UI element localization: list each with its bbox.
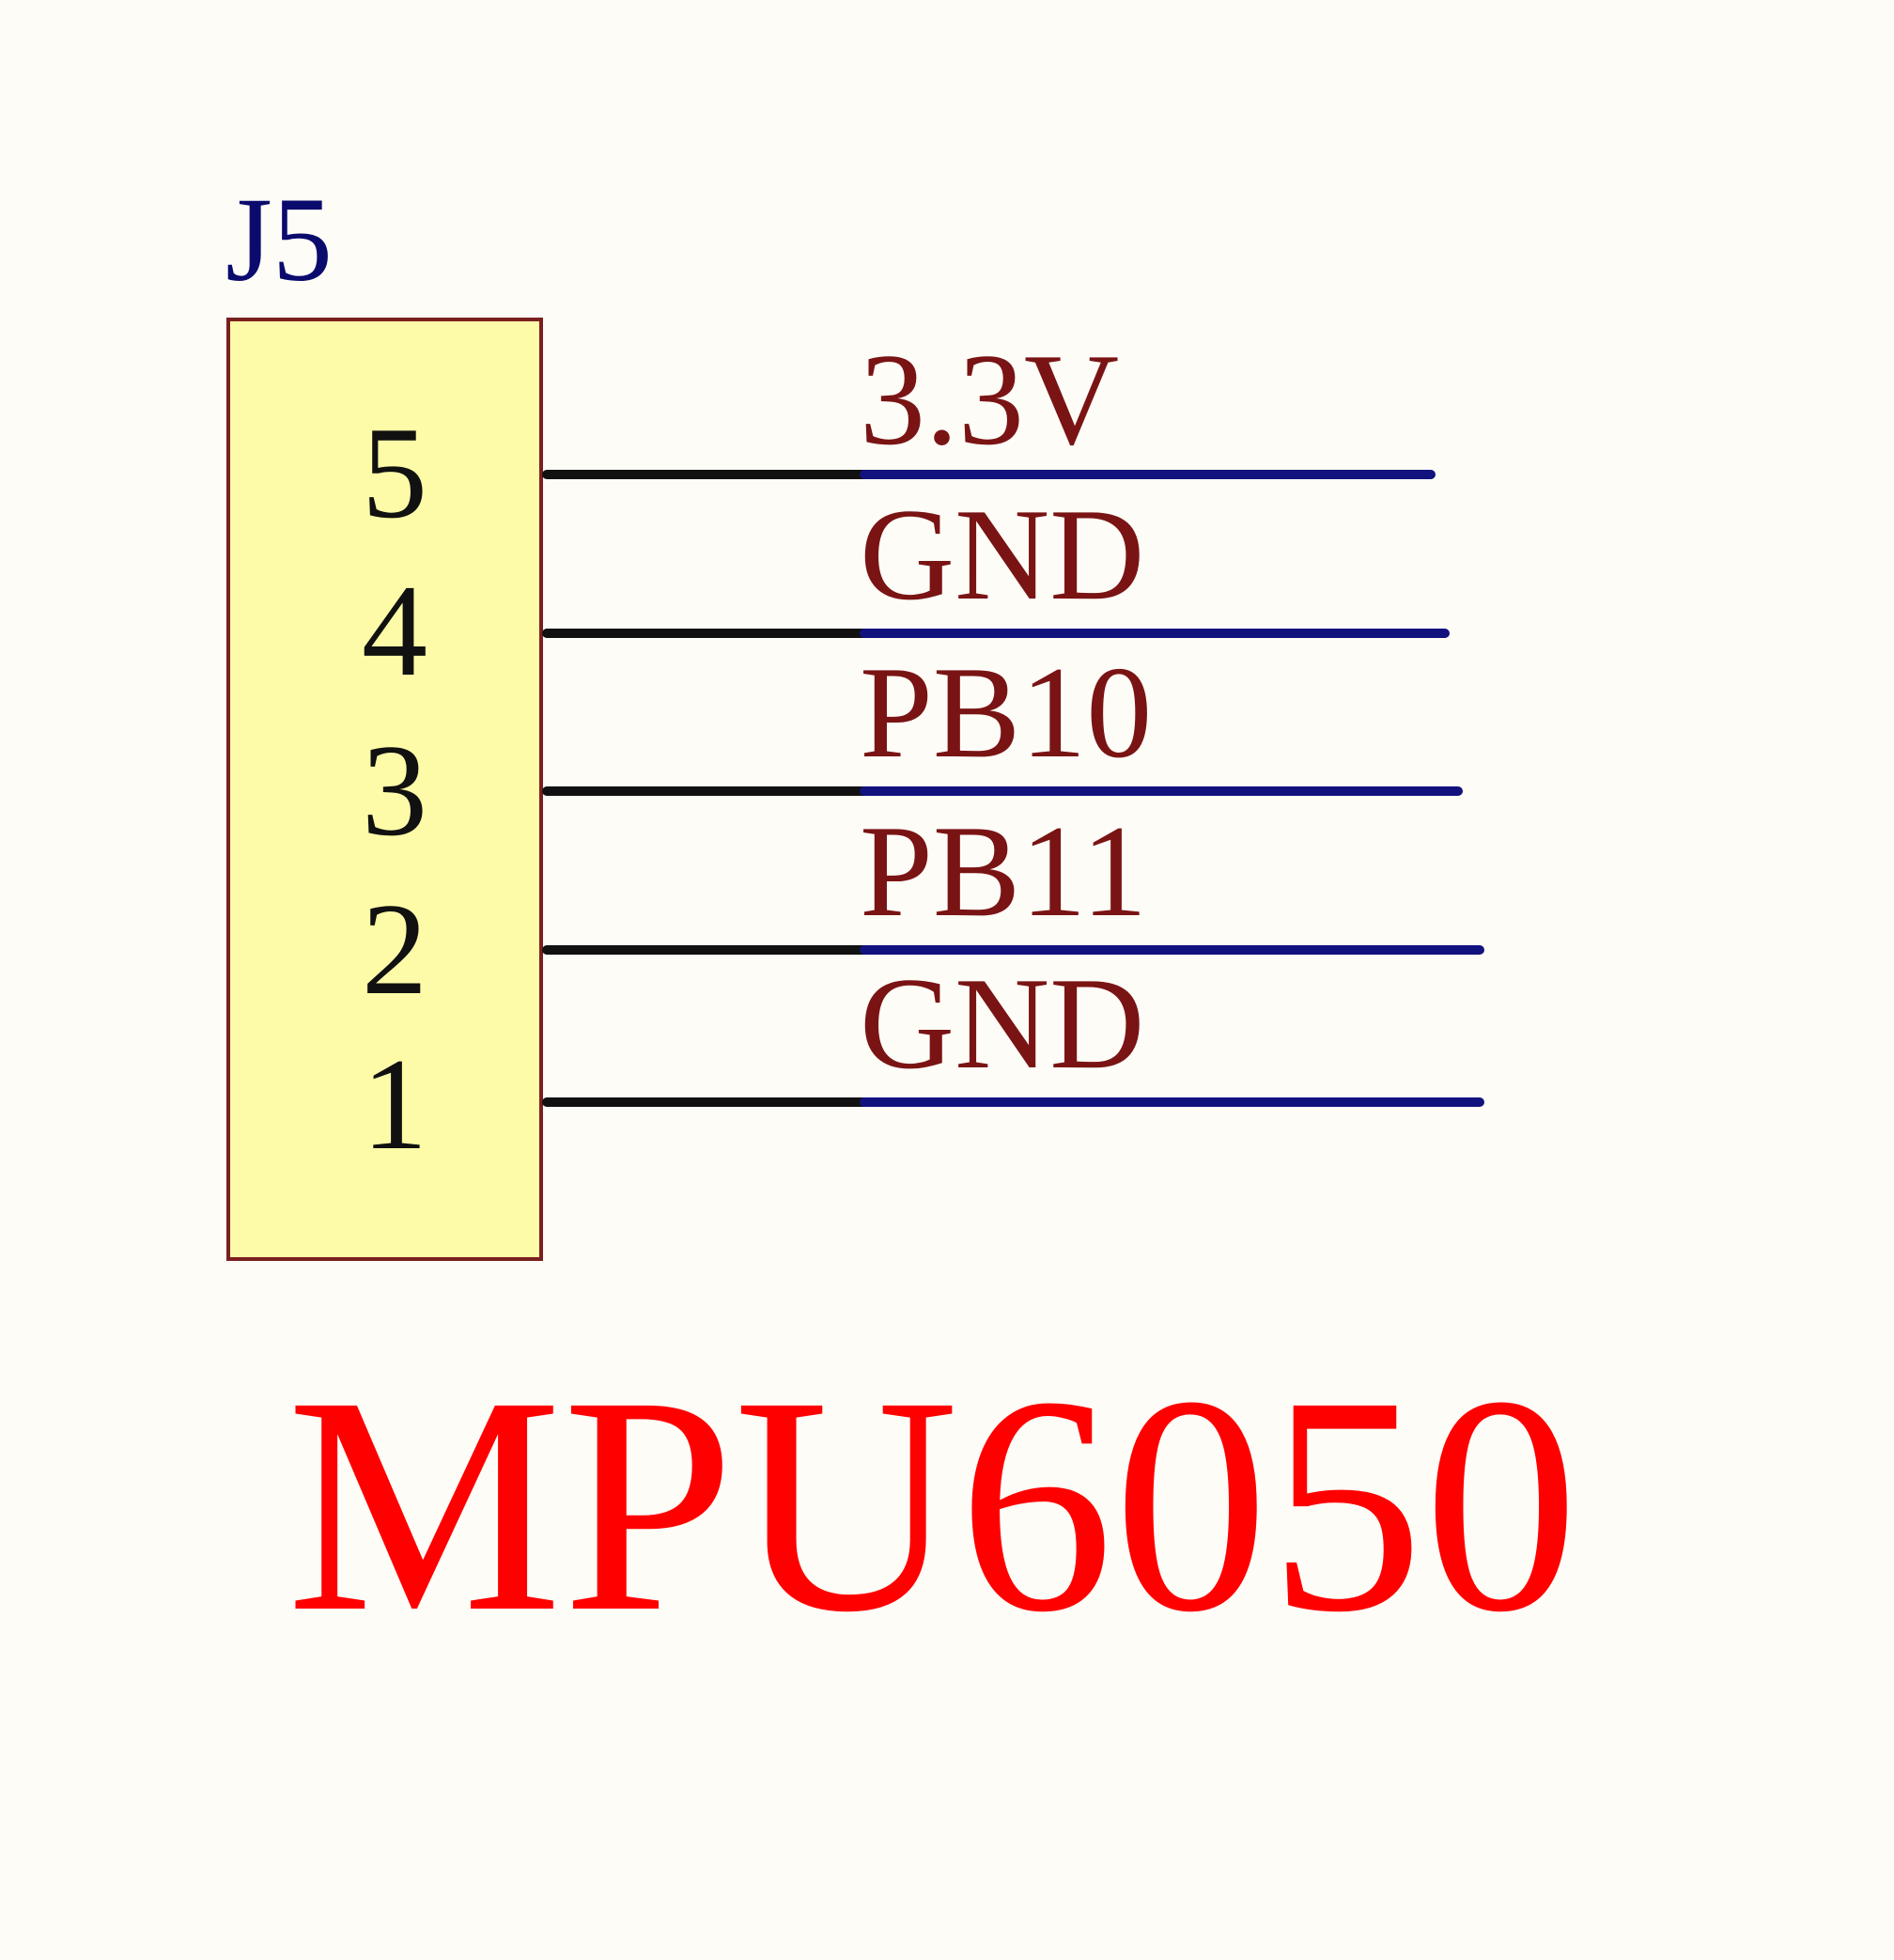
pin-number: 2 <box>362 877 427 1022</box>
pin-4: 4 GND <box>362 482 1450 704</box>
net-label: GND <box>860 482 1144 628</box>
pin-number: 3 <box>362 718 427 863</box>
pin-number: 1 <box>362 1032 427 1177</box>
pin-5: 5 3.3V <box>362 327 1436 546</box>
connector-ref-label: J5 <box>225 173 333 306</box>
pin-number: 5 <box>362 400 427 546</box>
module-label: MPU6050 <box>287 1333 1578 1676</box>
net-label: GND <box>860 951 1144 1097</box>
net-label: 3.3V <box>860 327 1119 473</box>
pin-2: 2 PB11 <box>362 799 1484 1022</box>
pin-number: 4 <box>362 558 427 704</box>
connector-body <box>226 318 543 1261</box>
net-label: PB11 <box>860 799 1147 944</box>
net-label: PB10 <box>860 640 1152 786</box>
pin-1: 1 GND <box>362 951 1484 1177</box>
pin-3: 3 PB10 <box>362 640 1463 863</box>
